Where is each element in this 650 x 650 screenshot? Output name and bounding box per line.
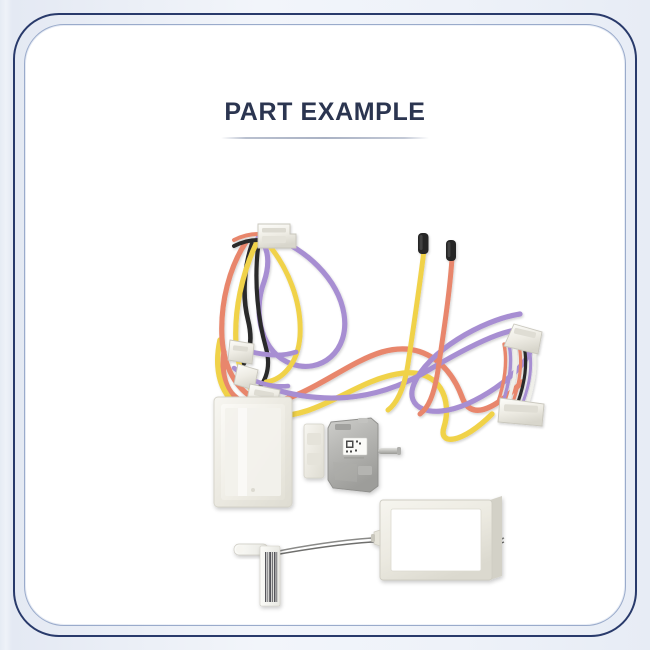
- title-underline: [221, 137, 429, 139]
- product-photo: [52, 52, 624, 624]
- wire-terminal-black-2: [446, 240, 456, 261]
- connector-top: [257, 223, 297, 249]
- page-title: PART EXAMPLE: [224, 98, 426, 126]
- connector-right-lower: [497, 397, 545, 427]
- barcode-lines: [265, 552, 278, 602]
- motor-gray: [327, 417, 401, 493]
- wire-harness-group: [214, 223, 545, 442]
- title-block: PART EXAMPLE: [26, 96, 624, 139]
- clip-small: [303, 423, 325, 479]
- connector-mid-left-upper: [227, 339, 255, 365]
- bezel-frame: [371, 496, 502, 581]
- qr-code: [346, 440, 361, 453]
- connector-right-upper: [503, 323, 543, 355]
- wire-terminal-black-1: [418, 233, 429, 254]
- card-inner-border: [24, 24, 626, 626]
- panel-white: [213, 396, 293, 508]
- product-photo-illustration: [213, 223, 545, 607]
- card-outer-border: [13, 13, 637, 637]
- card-face: PART EXAMPLE: [26, 26, 624, 624]
- barcode-tag: [259, 545, 281, 607]
